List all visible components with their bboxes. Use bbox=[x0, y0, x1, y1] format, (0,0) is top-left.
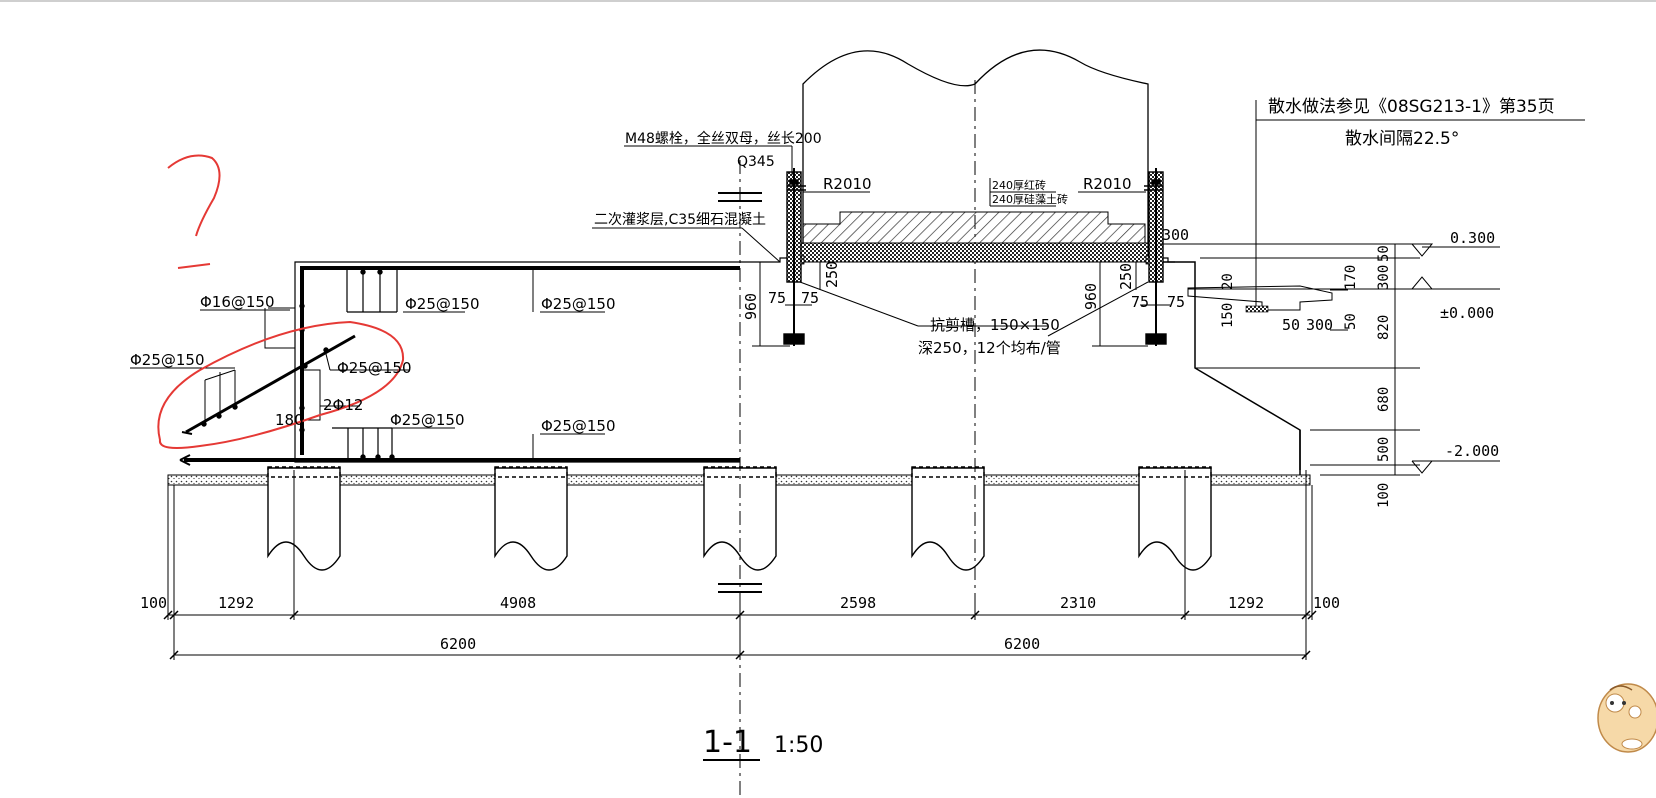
dim-300-b: 300 bbox=[1306, 316, 1333, 334]
elevation-zero: ±0.000 bbox=[1440, 304, 1494, 322]
right-foundation bbox=[592, 49, 1301, 620]
dim-75-r2: 75 bbox=[1167, 293, 1185, 311]
left-foundation bbox=[130, 261, 740, 466]
scale-label: 1:50 bbox=[774, 733, 823, 758]
elevation-bottom: -2.000 bbox=[1445, 442, 1499, 460]
shear-1: 抗剪槽，150×150 bbox=[930, 316, 1060, 334]
dim-bottom-4: 2310 bbox=[1060, 594, 1096, 612]
rebar-two-bars: 2Φ12 bbox=[323, 396, 363, 414]
pile-5 bbox=[1138, 466, 1212, 571]
dim-960-left: 960 bbox=[742, 293, 760, 320]
bolt-right bbox=[1144, 168, 1167, 346]
pile-1 bbox=[267, 466, 341, 571]
v-300: 300 bbox=[1376, 265, 1392, 290]
brick-1: 240厚红砖 bbox=[992, 178, 1046, 192]
v-50: 50 bbox=[1376, 245, 1392, 262]
dim-50-b: 50 bbox=[1343, 313, 1359, 330]
rebar-left-slope: Φ25@150 bbox=[130, 351, 205, 369]
dim-bottom-6: 100 bbox=[1313, 594, 1340, 612]
circle-scribble bbox=[157, 320, 405, 449]
dim-170: 170 bbox=[1343, 265, 1359, 290]
break-marks bbox=[718, 160, 762, 798]
vertical-dim-chain bbox=[1175, 243, 1500, 476]
brick-2: 240厚硅藻土砖 bbox=[992, 192, 1068, 206]
markup bbox=[157, 154, 405, 449]
dim-total-right: 6200 bbox=[1004, 635, 1040, 653]
horizontal-dims bbox=[163, 470, 1317, 660]
dim-150: 150 bbox=[1220, 303, 1236, 328]
apron-ref: 散水做法参见《08SG213-1》第35页 bbox=[1268, 97, 1555, 117]
apron-spacing: 散水间隔22.5° bbox=[1345, 129, 1459, 149]
rebar-top-left-small: Φ16@150 bbox=[200, 293, 275, 311]
dim-75-l1: 75 bbox=[768, 289, 786, 307]
question-scribble bbox=[167, 154, 221, 269]
piles bbox=[267, 466, 1212, 571]
r2010-left: R2010 bbox=[823, 175, 872, 193]
dim-bottom-2: 4908 bbox=[500, 594, 536, 612]
rebar-bottom-right: Φ25@150 bbox=[541, 417, 616, 435]
elevation-top: 0.300 bbox=[1450, 229, 1495, 247]
dim-75-r1: 75 bbox=[1131, 293, 1149, 311]
dim-50-a: 50 bbox=[1282, 316, 1300, 334]
v-820: 820 bbox=[1376, 315, 1392, 340]
steel-label: Q345 bbox=[737, 154, 775, 170]
dim-total-left: 6200 bbox=[440, 635, 476, 653]
hamster-sticker-icon bbox=[1597, 683, 1656, 753]
dim-bottom-5: 1292 bbox=[1228, 594, 1264, 612]
labels: ? Φ16@150 Φ25@150 Φ25@150 Φ25@150 Φ25@15… bbox=[130, 97, 1555, 760]
pile-2 bbox=[494, 466, 568, 571]
dim-20: 20 bbox=[1220, 273, 1236, 290]
rebar-circle-inner: Φ25@150 bbox=[337, 359, 412, 377]
dim-bottom-0: 100 bbox=[140, 594, 167, 612]
bolt-label: M48螺栓，全丝双母，丝长200 bbox=[625, 130, 822, 147]
rebar-angle: 180 bbox=[275, 411, 304, 429]
v-680: 680 bbox=[1376, 387, 1392, 412]
dim-bottom-3: 2598 bbox=[840, 594, 876, 612]
v-100: 100 bbox=[1376, 483, 1392, 508]
pile-4 bbox=[911, 466, 985, 571]
rebar-bottom-left: Φ25@150 bbox=[390, 411, 465, 429]
rebar-top-mid: Φ25@150 bbox=[405, 295, 480, 313]
section-title: 1-1 bbox=[703, 725, 752, 760]
r2010-right: R2010 bbox=[1083, 175, 1132, 193]
rebar-top-right: Φ25@150 bbox=[541, 295, 616, 313]
bolt-left bbox=[783, 168, 806, 346]
dim-bottom-1: 1292 bbox=[218, 594, 254, 612]
dim-250-right: 250 bbox=[1117, 263, 1135, 290]
dim-300-top: 300 bbox=[1162, 226, 1189, 244]
shear-2: 深250，12个均布/管 bbox=[918, 339, 1061, 357]
grout-label: 二次灌浆层,C35细石混凝土 bbox=[594, 212, 766, 228]
dim-250-left: 250 bbox=[823, 261, 841, 288]
dim-75-l2: 75 bbox=[801, 289, 819, 307]
dim-960-right: 960 bbox=[1082, 283, 1100, 310]
v-500: 500 bbox=[1376, 437, 1392, 462]
